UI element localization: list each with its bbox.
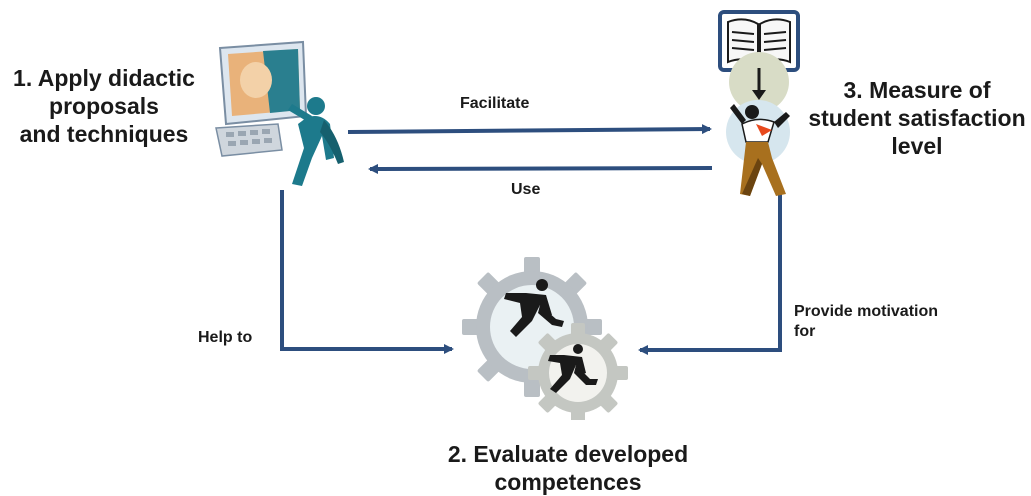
- running-businessmen-gears-icon: [462, 257, 628, 420]
- node-measure-line-1: 3. Measure of: [843, 77, 991, 103]
- arrow-help-to: [280, 190, 454, 354]
- edge-help-to-text: Help to: [198, 329, 253, 346]
- edge-provide-motivation-label: Provide motivation for: [794, 302, 938, 342]
- node-evaluate-line-2: competences: [494, 469, 642, 495]
- node-evaluate-label: 2. Evaluate developed competences: [430, 440, 706, 496]
- computer-worker-icon: [215, 40, 344, 186]
- node-apply-label: 1. Apply didactic proposals and techniqu…: [6, 64, 202, 148]
- node-apply-line-2: proposals: [49, 93, 159, 119]
- arrow-use: [368, 163, 713, 174]
- node-measure-label: 3. Measure of student satisfaction level: [806, 76, 1028, 160]
- node-measure-line-2: student satisfaction: [808, 105, 1026, 131]
- node-measure-line-3: level: [891, 133, 943, 159]
- reading-student-book-icon: [718, 10, 800, 196]
- edge-facilitate-text: Facilitate: [460, 95, 530, 112]
- node-evaluate-line-1: 2. Evaluate developed: [447, 441, 689, 467]
- node-apply-line-3: and techniques: [19, 121, 189, 147]
- edge-facilitate-label: Facilitate: [460, 94, 529, 114]
- arrow-provide-motivation: [638, 190, 782, 355]
- node-apply-line-1: 1. Apply didactic: [13, 65, 195, 91]
- edge-use-text: Use: [511, 181, 541, 198]
- edge-help-to-label: Help to: [198, 328, 252, 348]
- edge-provide-motivation-line-1: Provide motivation: [794, 303, 939, 320]
- arrow-facilitate: [347, 124, 712, 135]
- edge-use-label: Use: [511, 180, 540, 200]
- edge-provide-motivation-line-2: for: [794, 323, 816, 340]
